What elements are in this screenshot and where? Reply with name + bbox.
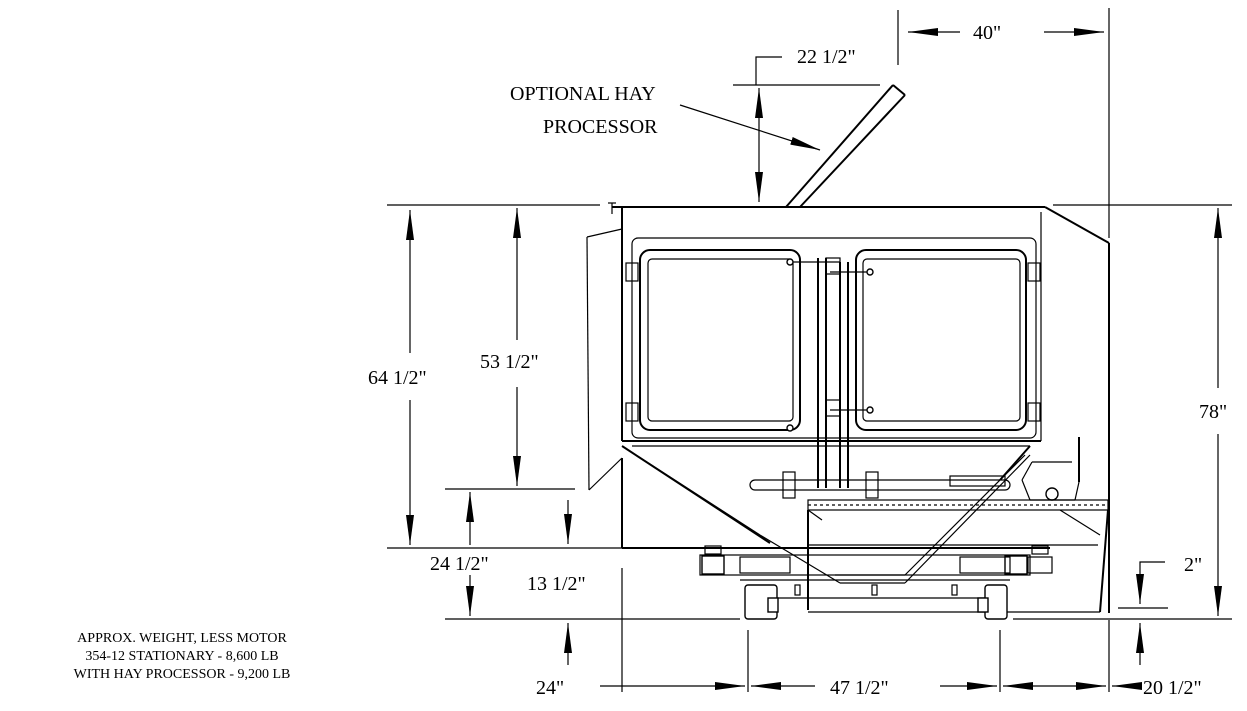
dim-hopper-height: 53 1/2" (480, 351, 539, 373)
callout-line-2: PROCESSOR (543, 116, 658, 138)
dim-overall-width-top: 40" (973, 22, 1001, 44)
dim-base-height: 13 1/2" (527, 573, 586, 595)
dim-bottom-right-width: 20 1/2" (1143, 677, 1202, 699)
dim-right-total-height: 78" (1199, 401, 1227, 423)
dim-foot-offset: 2" (1184, 554, 1202, 576)
dim-processor-height: 22 1/2" (797, 46, 856, 68)
weight-note-line-3: WITH HAY PROCESSOR - 9,200 LB (74, 667, 291, 682)
extension-lines (387, 8, 1232, 692)
hay-processor-chute (785, 84, 906, 208)
callout-line-1: OPTIONAL HAY (510, 83, 656, 105)
weight-note: APPROX. WEIGHT, LESS MOTOR 354-12 STATIO… (74, 631, 291, 682)
machine-body (586, 202, 1110, 620)
dimension-lines (406, 28, 1222, 690)
weight-note-line-1: APPROX. WEIGHT, LESS MOTOR (77, 631, 287, 646)
dim-bottom-left-width: 24" (536, 677, 564, 699)
dim-bottom-center-width: 47 1/2" (830, 677, 889, 699)
dim-left-total-height: 64 1/2" (368, 367, 427, 389)
dim-lower-left-height: 24 1/2" (430, 553, 489, 575)
weight-note-line-2: 354-12 STATIONARY - 8,600 LB (85, 649, 278, 664)
